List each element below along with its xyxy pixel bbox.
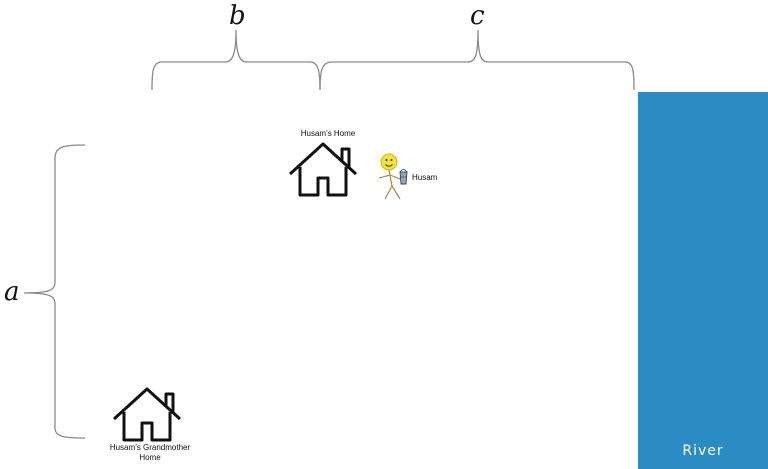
husams-home-label: Husam’s Home <box>300 129 356 138</box>
brace-c <box>319 29 635 91</box>
grandmother-home-label-line1: Husam’s Grandmother <box>109 443 191 452</box>
label-c: c <box>470 1 485 31</box>
brace-a <box>23 144 86 439</box>
river: River <box>638 92 768 469</box>
label-b: b <box>229 1 246 31</box>
bucket-icon <box>399 169 408 185</box>
brace-b <box>151 29 321 91</box>
river-label: River <box>682 443 724 459</box>
husam-label: Husam <box>412 173 438 182</box>
stick-figure-icon <box>378 153 401 200</box>
house-icon <box>288 142 358 197</box>
label-a: a <box>4 277 20 307</box>
house-icon <box>112 387 182 442</box>
grandmother-home-label-line2: Home <box>139 453 161 462</box>
grandmother-home-label: Husam’s Grandmother Home <box>90 443 210 463</box>
